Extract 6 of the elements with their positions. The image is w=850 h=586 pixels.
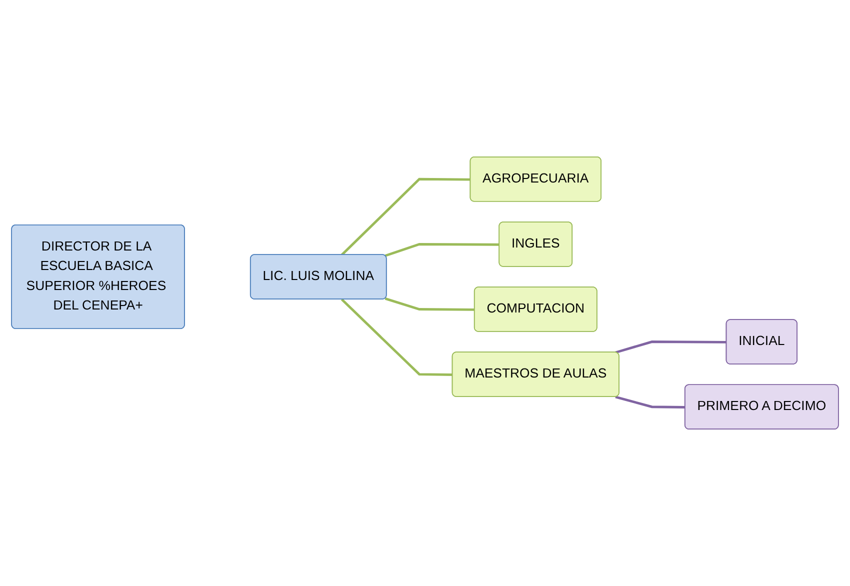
connector (615, 340, 727, 354)
connector (384, 242, 500, 257)
connector (340, 298, 453, 376)
connector (384, 297, 475, 311)
connector (615, 396, 686, 408)
connector (340, 178, 471, 256)
